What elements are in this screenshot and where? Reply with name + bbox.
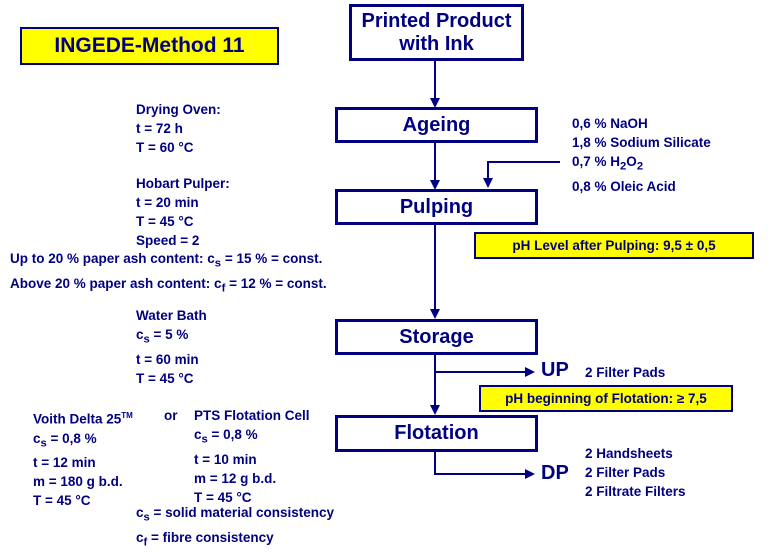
voith-temp: T = 45 °C xyxy=(33,493,91,509)
water-bath-temp: T = 45 °C xyxy=(136,370,194,386)
hobart-speed: Speed = 2 xyxy=(136,233,200,248)
step-pulping: Pulping xyxy=(335,189,538,225)
drying-oven-block: Drying Oven: t = 72 h T = 60 °C xyxy=(136,100,221,157)
pts-time: t = 10 min xyxy=(194,451,257,467)
printed-line-2: with Ink xyxy=(399,32,474,55)
pts-mass: m = 12 g b.d. xyxy=(194,470,277,486)
chem-silicate: 1,8 % Sodium Silicate xyxy=(572,135,711,150)
pts-cs: cs = 0,8 % xyxy=(194,427,258,446)
chem-naoh: 0,6 % NaOH xyxy=(572,116,648,131)
pts-heading: PTS Flotation Cell xyxy=(194,408,310,423)
ph-flotation-box: pH beginning of Flotation: ≥ 7,5 xyxy=(479,385,733,412)
voith-time: t = 12 min xyxy=(33,455,96,471)
dp-line-1: 2 Handsheets xyxy=(585,446,673,461)
voith-heading: Voith Delta 25TM xyxy=(33,411,133,427)
pts-temp: T = 45 °C xyxy=(194,489,252,505)
consistency-block: Up to 20 % paper ash content: cs = 15 % … xyxy=(10,249,327,298)
hobart-heading: Hobart Pulper: xyxy=(136,176,230,191)
drying-oven-temp: T = 60 °C xyxy=(136,140,194,155)
dp-line-2: 2 Filter Pads xyxy=(585,465,666,480)
dp-line-3: 2 Filtrate Filters xyxy=(585,484,686,499)
voith-block: Voith Delta 25TM cs = 0,8 % t = 12 min m… xyxy=(33,406,133,510)
legend-cf: cf = fibre consistency xyxy=(136,529,274,549)
hobart-time: t = 20 min xyxy=(136,195,199,210)
drying-oven-time: t = 72 h xyxy=(136,121,183,136)
water-bath-cs: cs = 5 % xyxy=(136,327,189,346)
voith-mass: m = 180 g b.d. xyxy=(33,474,123,490)
chem-h2o2: 0,7 % H2O2 xyxy=(572,154,644,173)
water-bath-block: Water Bath cs = 5 % t = 60 min T = 45 °C xyxy=(136,306,207,388)
dp-block: 2 Handsheets 2 Filter Pads 2 Filtrate Fi… xyxy=(585,444,686,501)
dp-label: DP xyxy=(541,462,569,484)
step-ageing: Ageing xyxy=(335,107,538,143)
consistency-upto: Up to 20 % paper ash content: cs = 15 % … xyxy=(10,251,323,270)
hobart-temp: T = 45 °C xyxy=(136,214,194,229)
chemicals-block: 0,6 % NaOH 1,8 % Sodium Silicate 0,7 % H… xyxy=(572,114,711,196)
chem-oleic: 0,8 % Oleic Acid xyxy=(572,178,676,194)
arrow-chemicals-to-pulping xyxy=(483,161,560,188)
up-text: 2 Filter Pads xyxy=(585,365,666,380)
step-printed-product: Printed Product with Ink xyxy=(349,4,524,61)
step-storage: Storage xyxy=(335,319,538,355)
water-bath-heading: Water Bath xyxy=(136,308,207,323)
step-flotation: Flotation xyxy=(335,415,538,452)
water-bath-time: t = 60 min xyxy=(136,351,199,367)
hobart-pulper-block: Hobart Pulper: t = 20 min T = 45 °C Spee… xyxy=(136,174,230,250)
ph-pulping-box: pH Level after Pulping: 9,5 ± 0,5 xyxy=(474,232,754,259)
printed-line-1: Printed Product xyxy=(361,9,512,32)
legend-cs: cs = solid material consistency xyxy=(136,505,334,524)
legend-block: cs = solid material consistency cf = fib… xyxy=(136,503,334,552)
drying-oven-heading: Drying Oven: xyxy=(136,102,221,117)
up-label: UP xyxy=(541,359,569,381)
or-label: or xyxy=(164,408,178,423)
consistency-above: Above 20 % paper ash content: cf = 12 % … xyxy=(10,275,327,295)
arrow-flotation-to-dp xyxy=(434,452,535,479)
pts-block: PTS Flotation Cell cs = 0,8 % t = 10 min… xyxy=(194,406,310,507)
voith-cs: cs = 0,8 % xyxy=(33,430,97,450)
method-title: INGEDE-Method 11 xyxy=(20,27,279,65)
